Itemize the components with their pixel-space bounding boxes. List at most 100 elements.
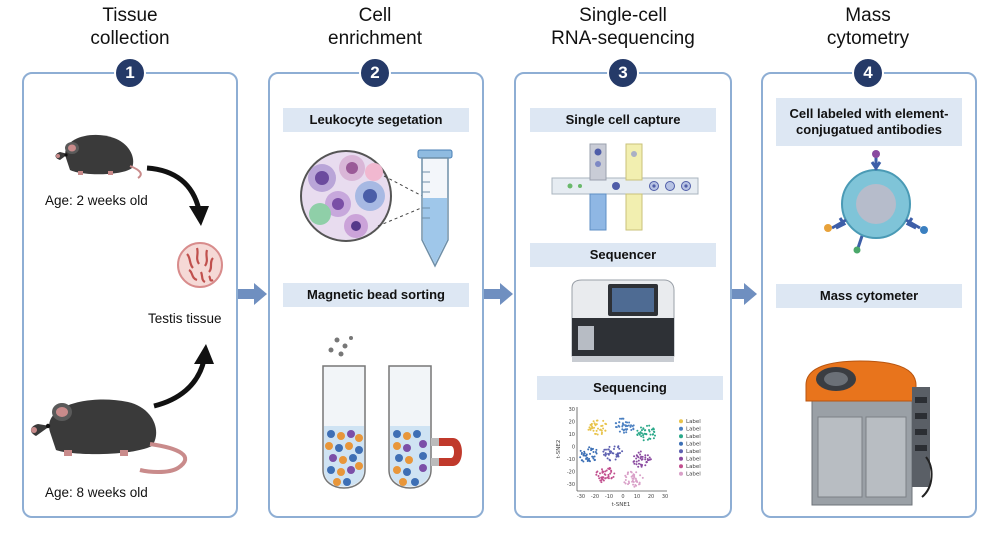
tsne-legend-label: Label [686,442,701,448]
tsne-point [640,435,643,438]
tsne-point [609,472,612,475]
tsne-point [601,471,604,474]
tsne-point [595,423,598,426]
tsne-point [637,456,640,459]
tsne-point [652,430,655,433]
tsne-point [585,453,588,456]
tsne-point [585,458,588,460]
tsne-point [639,474,642,477]
flow-arrow-3 [744,283,757,305]
tsne-legend-swatch [679,449,683,454]
tsne-point [639,453,642,456]
tsne-point [600,481,603,484]
tsne-xtick: 0 [621,494,624,500]
tsne-point [641,476,644,479]
antibody-labeled-cell-illustration [824,150,928,254]
tsne-ytick: -10 [567,457,575,463]
cell-labeled-label: Cell labeled with element- conjugatued a… [776,98,962,146]
tsne-point [624,421,627,424]
tsne-ytick: 10 [569,432,575,438]
tsne-point [642,434,645,437]
step-4-title: Mass cytometry [826,5,910,49]
tsne-point [595,419,598,422]
tsne-point [640,426,642,429]
tsne-legend-label: Label [686,449,701,455]
tsne-point [639,457,642,460]
tsne-point [652,437,655,440]
tsne-point [632,483,635,486]
tsne-point [615,453,618,456]
tsne-point [580,453,583,455]
leukocyte-label: Leukocyte segetation [283,108,469,132]
tsne-point [644,429,647,432]
tsne-point [618,421,621,424]
tsne-xtick: 30 [662,494,668,500]
tsne-point [595,448,598,451]
tsne-xtick: -20 [591,494,599,500]
tsne-point [647,459,650,462]
step-1-badge: 1 [114,57,146,89]
tsne-point [633,455,636,458]
testis-tissue-icon [177,242,223,288]
young-mouse-age-label: Age: 2 weeks old [45,193,148,208]
tsne-legend-swatch [679,456,683,461]
sequencer-machine-illustration [571,279,675,362]
tsne-point [605,453,607,456]
tsne-point [581,459,584,462]
tsne-point [588,446,591,449]
tsne-point [646,454,649,457]
tsne-ytick: 30 [569,407,575,413]
tsne-point [636,433,639,436]
tsne-point [642,439,645,442]
tsne-point [635,480,638,483]
tsne-clusters [579,417,656,488]
tsne-point [595,452,598,455]
tsne-xtick: 10 [634,494,640,500]
tsne-point [635,463,638,466]
mass-cytometer-illustration [805,360,933,506]
tsne-point [615,426,618,429]
tsne-point [610,476,613,479]
tsne-legend-label: Label [686,457,701,463]
tsne-xtick: 20 [648,494,654,500]
young-mouse-illustration [55,134,142,179]
tsne-point [601,468,603,471]
tsne-point [632,427,635,430]
tsne-point [593,426,596,429]
tsne-point [591,455,594,458]
tsne-point [612,452,615,455]
tsne-point [595,473,598,476]
tsne-point [598,477,601,480]
tsne-ytick: -20 [567,470,575,476]
tsne-point [646,438,649,441]
tsne-point [608,445,611,448]
tsne-point [588,459,591,462]
tsne-point [592,420,595,423]
tsne-point [622,417,625,420]
tsne-point [648,429,650,431]
tsne-point [644,458,647,461]
tsne-point [619,417,621,420]
tsne-legend-swatch [679,426,683,431]
tsne-ytick: 20 [569,420,575,426]
tsne-point [583,452,586,455]
tsne-point [630,471,633,474]
tsne-point [618,425,621,428]
tsne-point [588,457,591,460]
tsne-point [649,458,652,461]
tsne-point [599,428,602,431]
tsne-point [608,458,611,461]
tsne-point [625,431,628,434]
flow-arrow-1-stem [238,289,258,299]
tsne-point [634,484,637,486]
tsne-point [600,429,603,432]
tsne-point [638,462,640,465]
tsne-point [644,454,647,457]
tsne-point [582,460,585,463]
tsne-point [586,460,589,462]
adult-mouse-age-label: Age: 8 weeks old [45,485,148,500]
tsne-point [594,451,597,453]
tsne-point [589,452,591,455]
tsne-point [624,424,627,427]
tsne-point [630,424,632,427]
